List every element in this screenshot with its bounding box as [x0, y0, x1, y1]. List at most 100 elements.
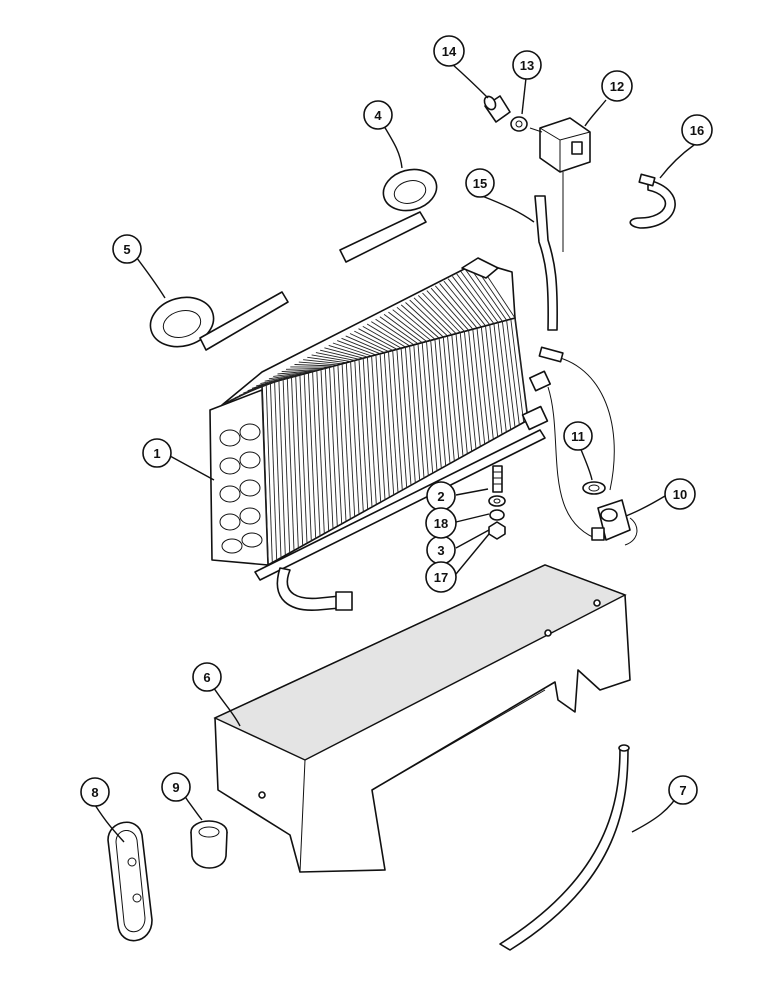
callout-4: 4 — [363, 100, 393, 130]
fin-top-line — [443, 280, 482, 328]
fin-line — [514, 317, 529, 421]
foam-strip-lower — [149, 291, 289, 351]
fin-top-line — [439, 283, 478, 329]
fin-line — [455, 333, 468, 454]
fin-line — [506, 320, 520, 425]
fin-line — [282, 379, 291, 553]
callout-label: 1 — [153, 446, 160, 461]
callout-13: 13 — [512, 50, 542, 80]
callout-label: 14 — [442, 44, 457, 59]
fin-line — [261, 384, 269, 566]
callout-16: 16 — [681, 114, 713, 146]
fin-line — [324, 368, 334, 529]
fin-line — [278, 380, 286, 556]
callout-10: 10 — [664, 478, 696, 510]
callout-label: 11 — [571, 429, 585, 444]
fin-top-line — [303, 359, 343, 365]
leader-1 — [169, 455, 215, 481]
fin-top-line — [366, 323, 406, 348]
fin-top-line — [277, 370, 317, 375]
callout-5: 5 — [112, 234, 142, 264]
leader-10 — [625, 495, 666, 517]
fin-top-line — [396, 306, 436, 340]
fin-top-line — [413, 297, 453, 336]
fin-line — [468, 330, 481, 447]
fin-top-line — [319, 349, 360, 360]
fin-top-line — [417, 295, 457, 334]
cap — [483, 95, 511, 123]
capillary-tube — [538, 346, 615, 541]
fin-top-line — [298, 361, 338, 366]
fin-line — [472, 329, 486, 445]
fin-top-line — [383, 314, 423, 343]
fin-line — [375, 354, 386, 500]
callout-label: 9 — [172, 780, 179, 795]
fin-top-line — [460, 271, 499, 323]
callout-11: 11 — [563, 421, 593, 451]
fin-line — [409, 345, 421, 481]
fin-line — [371, 355, 382, 503]
callout-6: 6 — [192, 662, 222, 692]
fin-top-line — [388, 311, 427, 342]
fin-top-line — [332, 342, 372, 357]
leader-3 — [455, 529, 490, 549]
leader-2 — [455, 488, 489, 496]
leader-8 — [94, 804, 125, 843]
leader-15 — [481, 195, 535, 223]
leader-13 — [521, 77, 527, 115]
leader-14 — [451, 63, 489, 99]
fin-top-line — [447, 278, 486, 327]
fin-line — [316, 370, 325, 534]
fin-top-line — [349, 333, 389, 352]
callout-7: 7 — [668, 775, 698, 805]
fin-line — [307, 372, 317, 539]
fin-top-line — [354, 330, 393, 351]
fin-top-line — [392, 309, 431, 341]
fin-line — [265, 383, 273, 563]
callout-12: 12 — [601, 70, 633, 102]
callout-label: 2 — [437, 489, 444, 504]
fin-top-line — [285, 367, 326, 370]
fin-line — [451, 334, 464, 457]
callout-label: 17 — [434, 570, 448, 585]
fin-line — [341, 363, 351, 520]
fin-top-line — [294, 364, 334, 367]
callout-label: 8 — [91, 785, 98, 800]
callout-label: 13 — [520, 58, 534, 73]
fin-line — [299, 374, 308, 544]
stud — [492, 465, 503, 493]
fin-line — [312, 371, 321, 537]
fin-top-line — [260, 374, 300, 385]
fin-top-line — [409, 299, 448, 337]
fin-line — [497, 322, 512, 430]
leader-16 — [659, 144, 695, 179]
fin-line — [358, 359, 369, 510]
fin-line — [337, 364, 347, 522]
fin-line — [400, 348, 412, 486]
fin-line — [345, 362, 356, 517]
callout-label: 15 — [473, 176, 487, 191]
fin-line — [489, 324, 503, 435]
callout-8: 8 — [80, 777, 110, 807]
fin-top-line — [375, 318, 415, 346]
fin-top-line — [456, 273, 495, 324]
fin-line — [286, 378, 295, 551]
fin-top-line — [341, 337, 381, 355]
fin-line — [362, 358, 373, 508]
callout-17: 17 — [425, 561, 457, 593]
callout-2: 2 — [426, 481, 456, 511]
fin-top-line — [337, 340, 377, 356]
fin-line — [421, 342, 434, 474]
fin-top-line — [328, 344, 368, 358]
fin-top-line — [358, 328, 398, 350]
fin-line — [493, 323, 507, 433]
fin-line — [438, 338, 451, 464]
fin-line — [442, 336, 455, 462]
fin-top-line — [315, 352, 355, 361]
callout-label: 6 — [203, 670, 210, 685]
fin-top-line — [430, 287, 469, 331]
clip-ring — [629, 173, 676, 229]
fin-top-line — [405, 302, 444, 338]
fin-line — [274, 381, 282, 558]
